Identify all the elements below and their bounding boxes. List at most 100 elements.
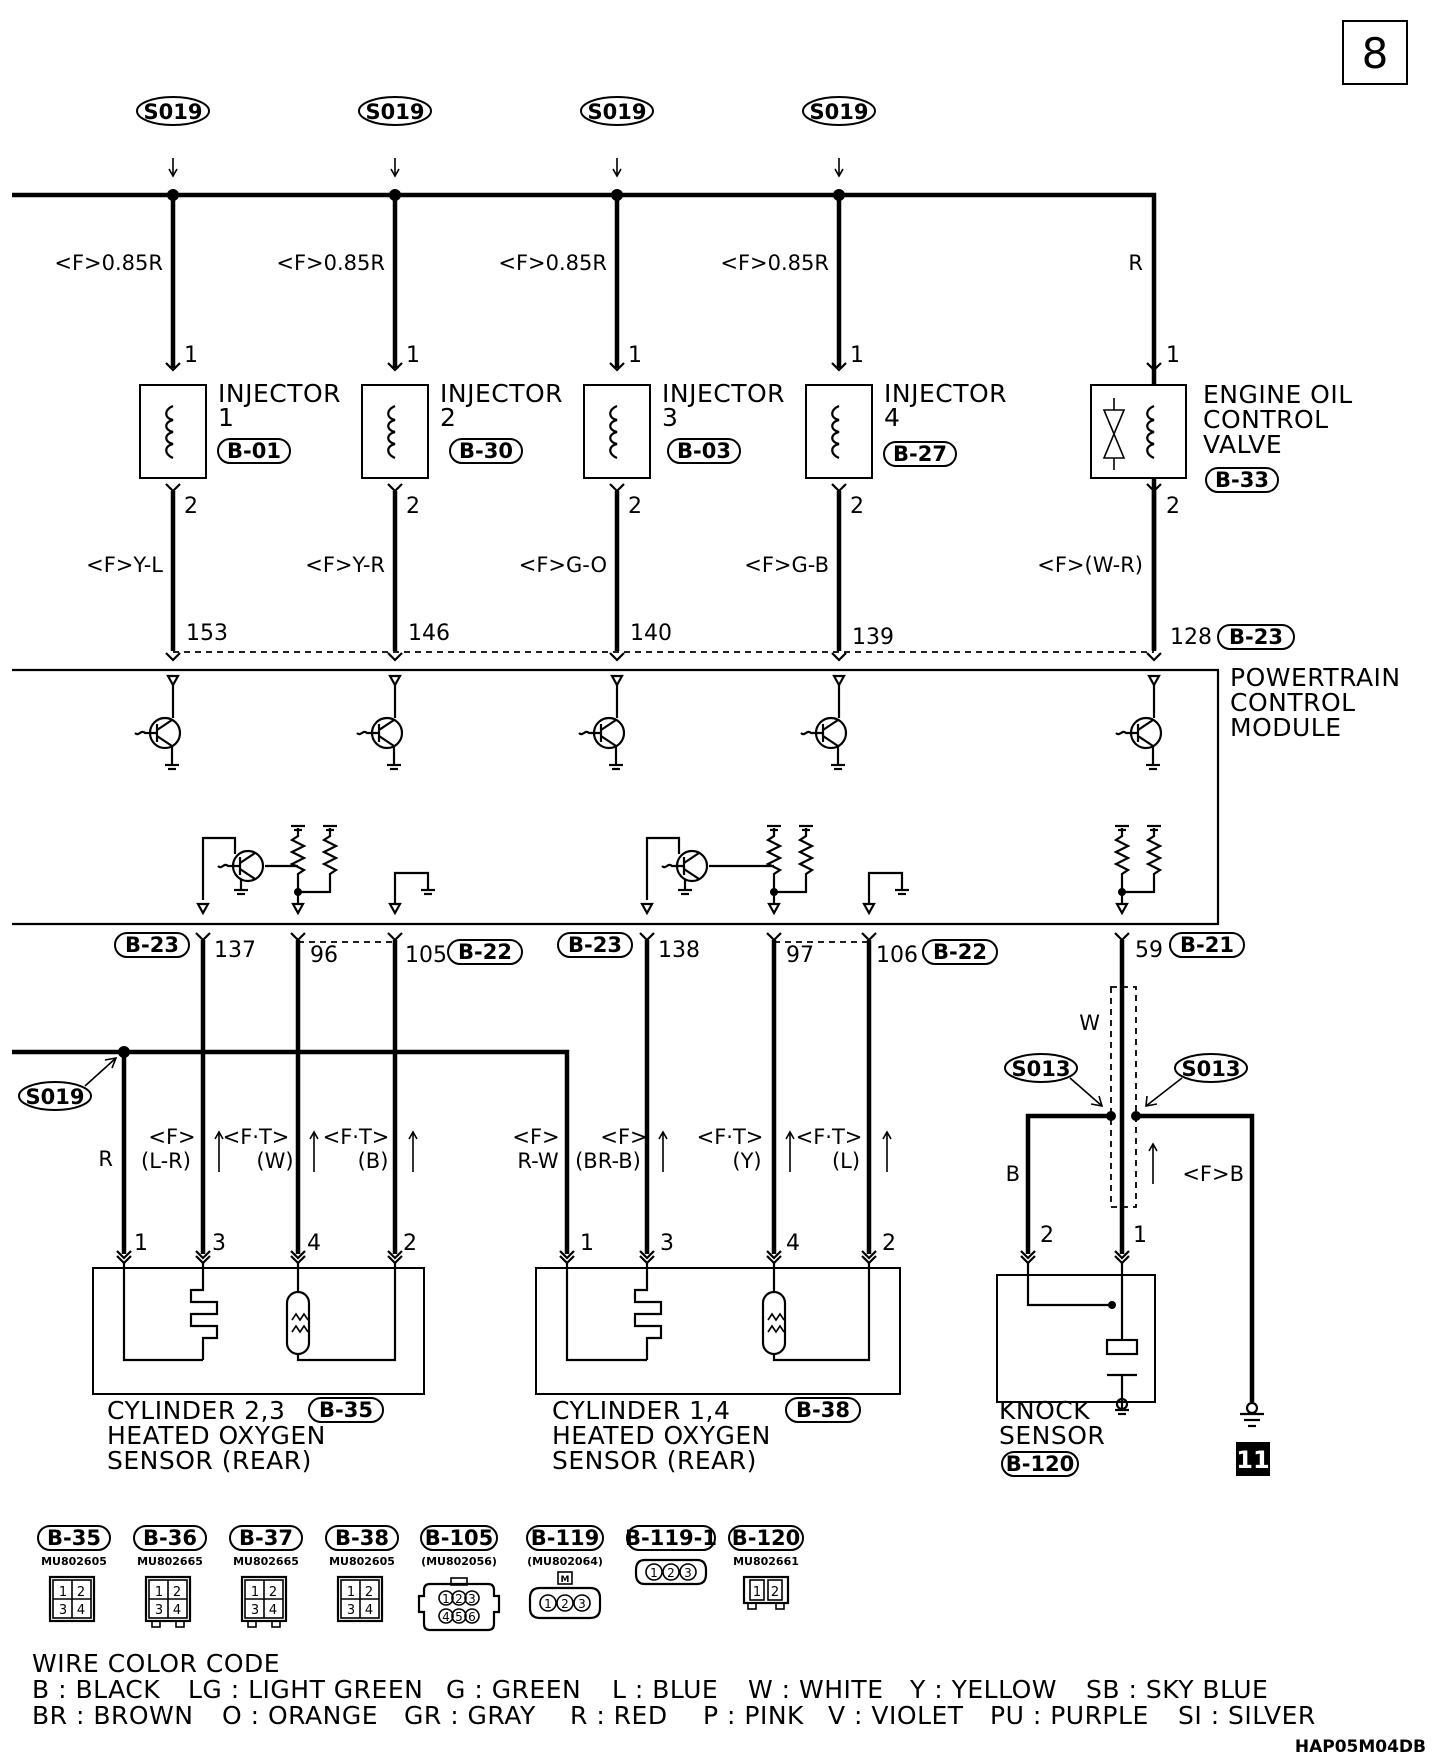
valve-icon bbox=[1102, 409, 1126, 459]
connector-2pin-icon: 1 2 bbox=[742, 1575, 790, 1610]
connector-label: B-30 bbox=[459, 439, 513, 463]
knock-sensor-box bbox=[996, 1274, 1156, 1403]
connector-name: B-120 bbox=[732, 1526, 801, 1550]
o2-sensor-left-box bbox=[92, 1267, 425, 1395]
pcm-pin: 105 bbox=[405, 943, 447, 968]
splice-label: S019 bbox=[144, 100, 203, 124]
page-number-box bbox=[1342, 20, 1408, 85]
sensor-name: KNOCK bbox=[999, 1396, 1090, 1425]
pcm-pin: 97 bbox=[786, 943, 814, 968]
pcm-driver-transistors bbox=[133, 674, 1163, 771]
injector-number: 2 bbox=[440, 403, 456, 432]
connector-part: MU802605 bbox=[41, 1555, 107, 1568]
pin-label: 1 bbox=[134, 1231, 148, 1256]
legend-entry: P : PINK bbox=[703, 1701, 804, 1730]
splice-label: S019 bbox=[26, 1085, 85, 1109]
legend-entry: O : ORANGE bbox=[222, 1701, 378, 1730]
svg-text:2: 2 bbox=[455, 1592, 463, 1606]
wire-label: <F>0.85R bbox=[720, 251, 829, 275]
heater-element bbox=[189, 1263, 219, 1360]
wire-label: <F>0.85R bbox=[54, 251, 163, 275]
connector-label: B-33 bbox=[1215, 468, 1269, 492]
pcm-pin: 96 bbox=[310, 943, 338, 968]
splice-label: S019 bbox=[366, 100, 425, 124]
legend-entry: BR : BROWN bbox=[32, 1701, 193, 1730]
svg-text:1: 1 bbox=[59, 1585, 67, 1600]
wire-label: <F>Y-R bbox=[305, 553, 385, 577]
diagram-code: HAP05M04DB bbox=[1295, 1737, 1426, 1757]
pin-label: 2 bbox=[1040, 1223, 1054, 1248]
connector-label: B-03 bbox=[677, 439, 731, 463]
svg-text:4: 4 bbox=[269, 1603, 277, 1618]
legend-entry: B : BLACK bbox=[32, 1675, 160, 1704]
connector-label: B-38 bbox=[796, 1398, 850, 1422]
pin-label: 4 bbox=[786, 1231, 800, 1256]
pin-label: 1 bbox=[1133, 1223, 1147, 1248]
connector-label: B-23 bbox=[568, 933, 622, 957]
legend-entry: Y : YELLOW bbox=[909, 1675, 1057, 1704]
pin-label: 1 bbox=[628, 343, 642, 368]
legend-entry: G : GREEN bbox=[446, 1675, 581, 1704]
sensor-name: HEATED OXYGEN bbox=[107, 1421, 326, 1450]
pcm-pin: 140 bbox=[630, 621, 672, 646]
connector-part: MU802661 bbox=[733, 1555, 799, 1568]
svg-text:1: 1 bbox=[442, 1592, 450, 1606]
wire-label: <F·T> bbox=[796, 1125, 863, 1149]
wire-label: (W) bbox=[256, 1149, 293, 1173]
pcm-pin: 128 bbox=[1170, 625, 1212, 650]
svg-text:3: 3 bbox=[578, 1597, 586, 1611]
wire-label: W bbox=[1079, 1011, 1100, 1035]
component-name: VALVE bbox=[1203, 430, 1282, 459]
connector-part: MU802665 bbox=[233, 1555, 299, 1568]
injector-1-circuit: S019 <F>0.85R 1 2 <F>Y-L 153 INJECTOR 1 … bbox=[54, 96, 341, 662]
legend-entry: R : RED bbox=[570, 1701, 668, 1730]
pcm-box bbox=[12, 668, 1220, 926]
wire-label: (Y) bbox=[732, 1149, 761, 1173]
wire-label: (B) bbox=[358, 1149, 389, 1173]
legend-entry: GR : GRAY bbox=[404, 1701, 536, 1730]
svg-text:1: 1 bbox=[650, 1566, 658, 1580]
connector-3pin-icon: M 1 2 3 bbox=[528, 1571, 602, 1620]
sensor-name: SENSOR (REAR) bbox=[107, 1446, 312, 1475]
injector-name: INJECTOR bbox=[662, 379, 785, 408]
splice-label: S019 bbox=[810, 100, 869, 124]
injector-3-circuit: S019 <F>0.85R 1 2 <F>G-O 140 INJECTOR 3 … bbox=[498, 96, 785, 662]
pin-label: 1 bbox=[580, 1231, 594, 1256]
wire-label: <F·T> bbox=[697, 1125, 764, 1149]
pin-label: 2 bbox=[882, 1231, 896, 1256]
pcm-pin: 137 bbox=[214, 938, 256, 963]
pcm-o2-input-left bbox=[196, 824, 437, 915]
svg-text:3: 3 bbox=[251, 1603, 259, 1618]
pcm-pin: 139 bbox=[852, 625, 894, 650]
svg-text:M: M bbox=[561, 1575, 570, 1585]
sensor-name: HEATED OXYGEN bbox=[552, 1421, 771, 1450]
connector-label: B-22 bbox=[458, 940, 512, 964]
connector-part: (MU802056) bbox=[421, 1555, 497, 1568]
connector-label: B-23 bbox=[125, 933, 179, 957]
connector-name: B-105 bbox=[425, 1526, 494, 1550]
pin-label: 3 bbox=[212, 1231, 226, 1256]
connector-label: B-01 bbox=[227, 439, 281, 463]
svg-text:3: 3 bbox=[684, 1566, 692, 1580]
ground-ref: 11 bbox=[1236, 1446, 1269, 1474]
connector-3pin-icon: 1 2 3 bbox=[634, 1558, 708, 1586]
svg-text:1: 1 bbox=[251, 1585, 259, 1600]
pin-label: 2 bbox=[1166, 494, 1180, 519]
svg-text:4: 4 bbox=[173, 1603, 181, 1618]
oil-control-valve-circuit: R 1 2 <F>(W-R) 128 B-23 ENGINE OIL CONTR… bbox=[1037, 251, 1353, 662]
sensor-name: SENSOR (REAR) bbox=[552, 1446, 757, 1475]
connector-name: B-38 bbox=[335, 1526, 389, 1550]
legend-entry: LG : LIGHT GREEN bbox=[188, 1675, 423, 1704]
injector-name: INJECTOR bbox=[218, 379, 341, 408]
injector-number: 3 bbox=[662, 403, 678, 432]
connector-label: B-23 bbox=[1229, 625, 1283, 649]
pcm-pin: 59 bbox=[1135, 938, 1163, 963]
pcm-o2-input-right bbox=[640, 824, 911, 915]
svg-text:4: 4 bbox=[365, 1603, 373, 1618]
component-name: ENGINE OIL bbox=[1203, 380, 1353, 409]
connector-name: B-35 bbox=[47, 1526, 101, 1550]
wire-label: <F>B bbox=[1182, 1162, 1244, 1186]
pin-label: 2 bbox=[184, 494, 198, 519]
